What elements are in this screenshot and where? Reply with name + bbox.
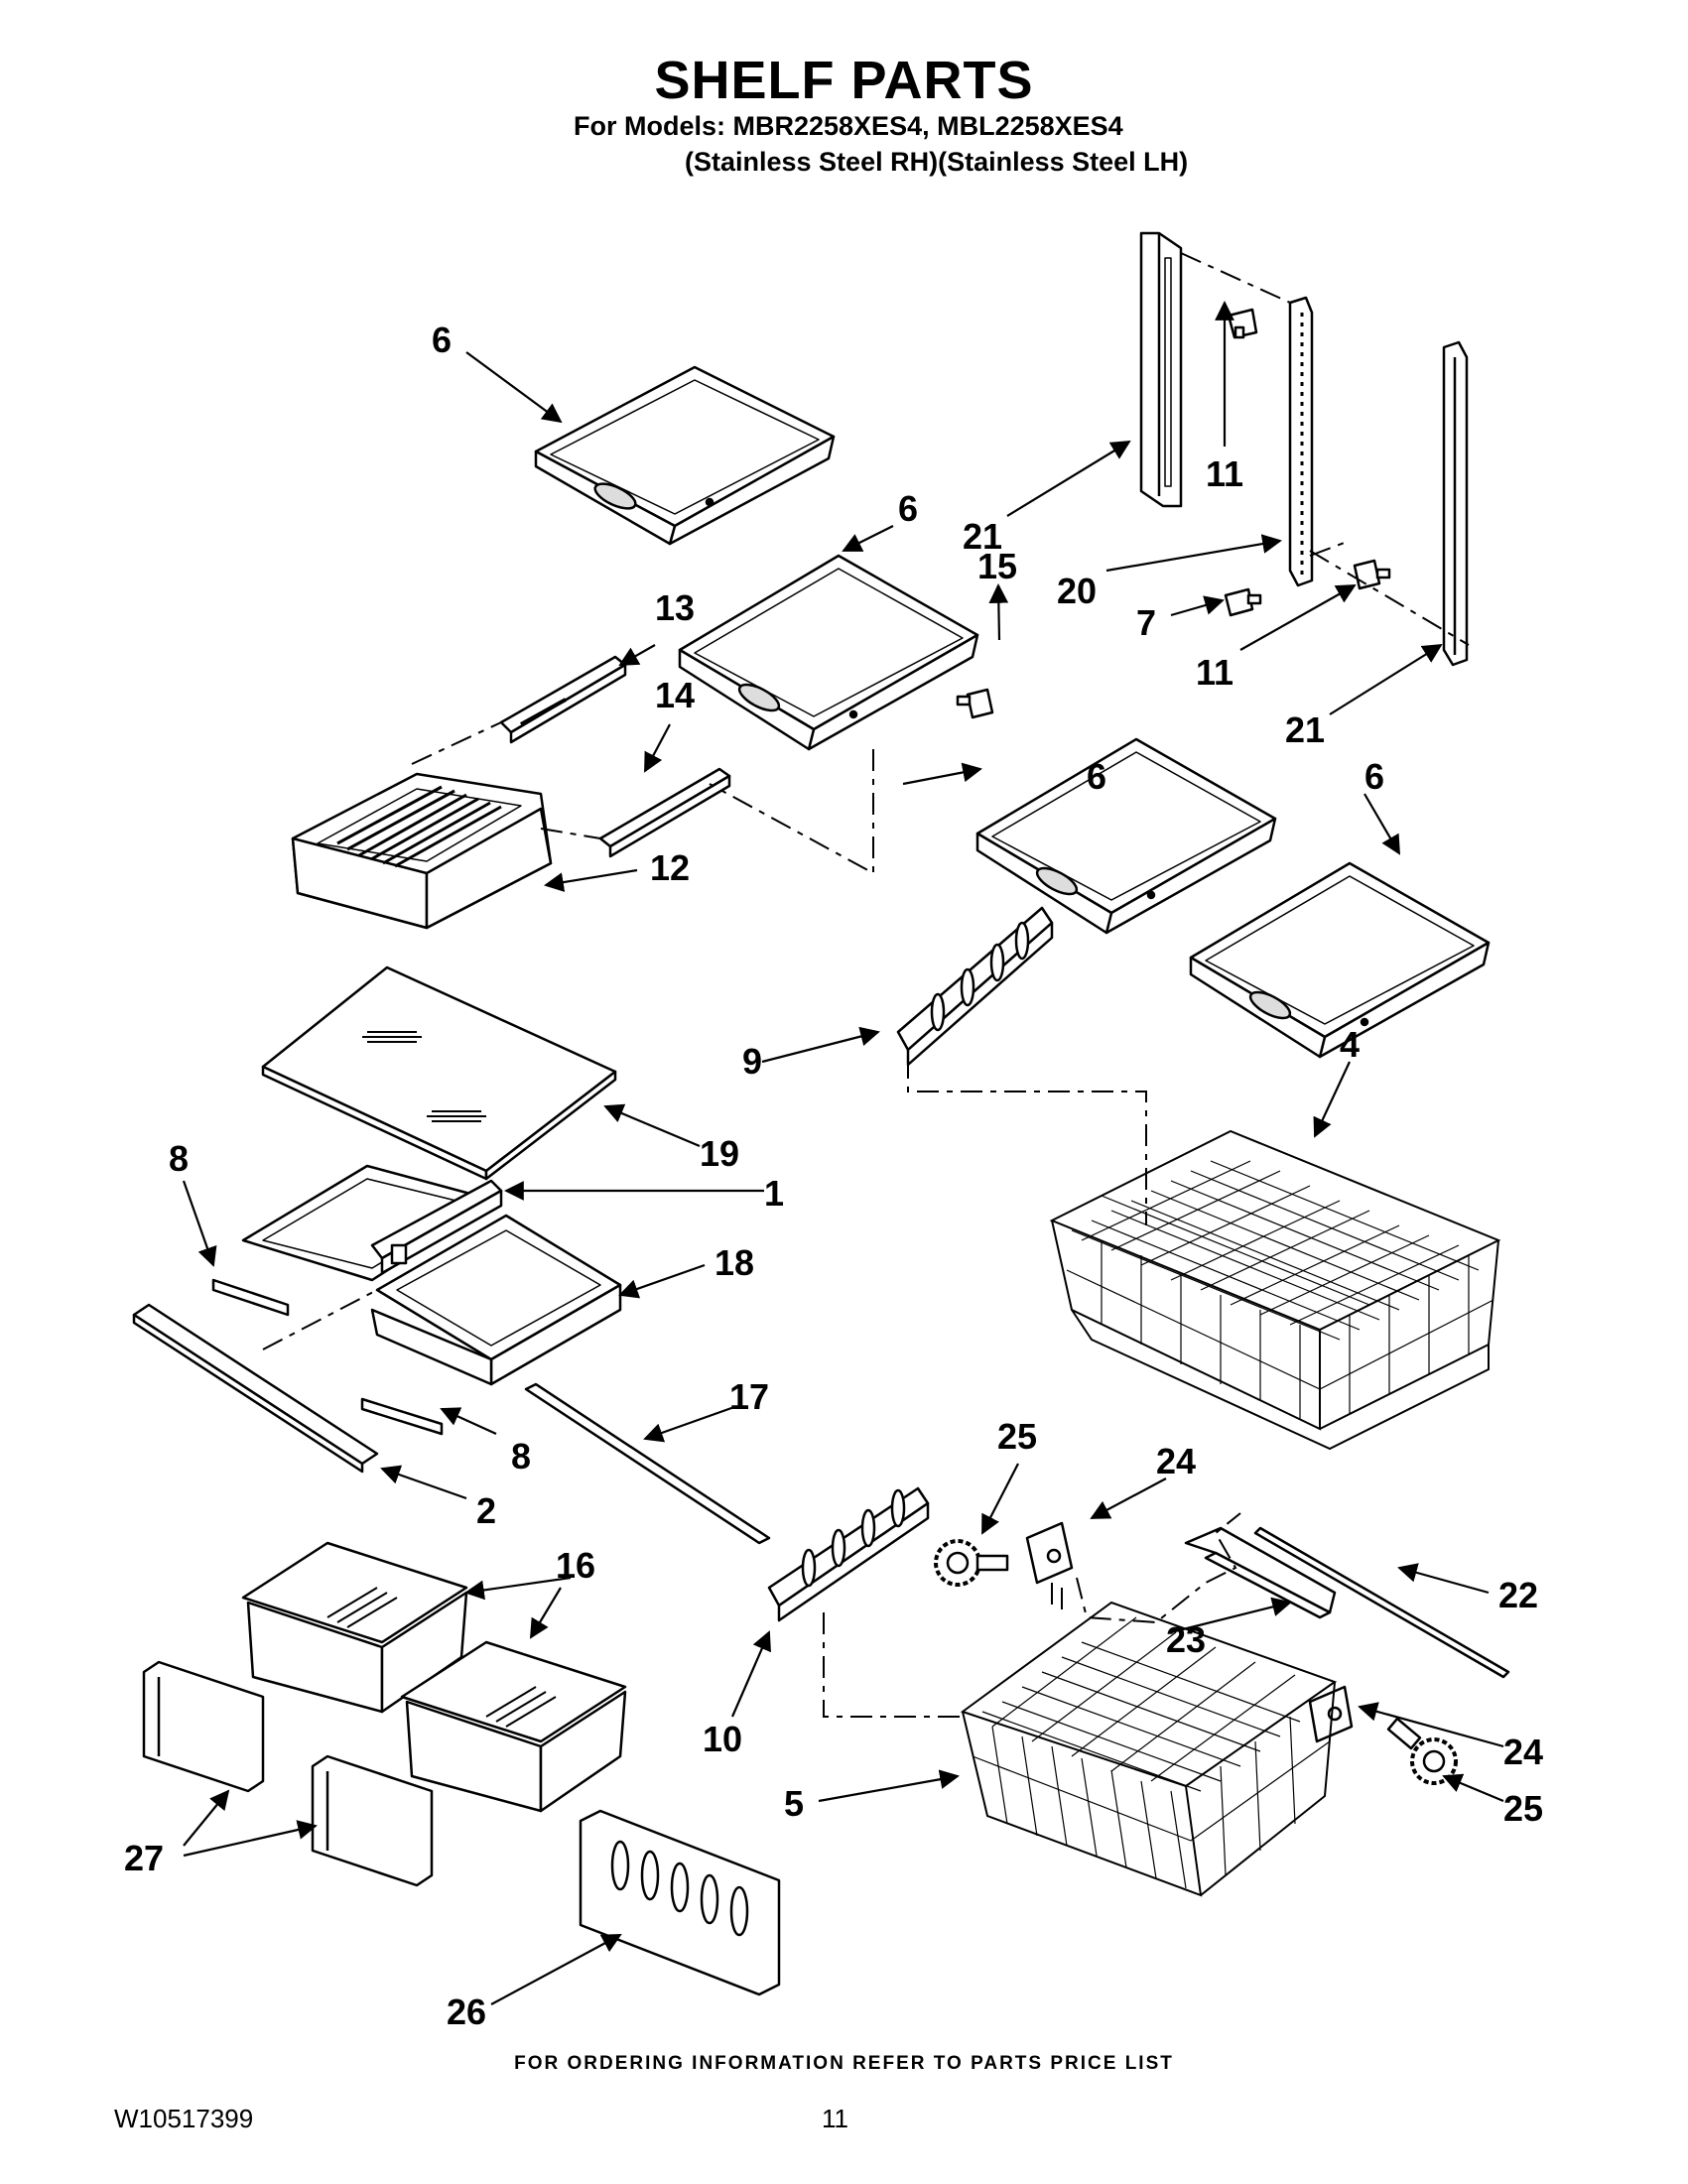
bracket-24-lower [1308, 1685, 1354, 1743]
page-title: SHELF PARTS [654, 51, 1034, 110]
bin-16-right [400, 1640, 627, 1813]
callout-labels: 6 6 6 6 11 11 21 21 15 20 7 13 14 12 9 4… [124, 320, 1543, 2032]
callout-26: 26 [447, 1991, 486, 2032]
callout-24: 24 [1156, 1441, 1196, 1481]
glass-shelf-19 [261, 965, 617, 1181]
shelf-rail-21-right [1442, 340, 1469, 667]
crisper-drawer-12 [291, 772, 553, 930]
callout-14: 14 [655, 675, 695, 715]
callout-19: 19 [700, 1133, 739, 1174]
callout-6: 6 [1364, 756, 1384, 797]
callout-21: 21 [963, 516, 1002, 557]
shelf-6-top [534, 365, 836, 546]
callout-15: 15 [977, 546, 1017, 586]
callout-6: 6 [898, 488, 918, 529]
slide-23 [1184, 1526, 1337, 1619]
shelf-rail-21-left [1139, 231, 1183, 508]
callout-11: 11 [1206, 453, 1243, 494]
callout-17: 17 [729, 1376, 769, 1417]
callout-5: 5 [784, 1783, 804, 1824]
bracket-24-upper [1025, 1521, 1074, 1585]
callout-25: 25 [997, 1416, 1037, 1457]
callout-1: 1 [764, 1173, 784, 1214]
shelf-clip-8-lower [360, 1397, 444, 1436]
callout-4: 4 [1340, 1024, 1360, 1065]
trim-2 [132, 1303, 379, 1474]
drawer-slide-14 [598, 767, 731, 858]
callout-8: 8 [169, 1138, 189, 1179]
callout-8: 8 [511, 1436, 531, 1477]
divider-1 [370, 1179, 503, 1275]
callout-6: 6 [1087, 756, 1106, 797]
callout-7: 7 [1136, 602, 1156, 643]
shelf-rail-20 [1288, 296, 1314, 587]
callout-24: 24 [1503, 1732, 1543, 1772]
screw-11-top [1227, 308, 1258, 339]
shelf-6-middle [678, 554, 979, 751]
gear-25-upper [934, 1539, 1009, 1587]
callout-22: 22 [1498, 1575, 1538, 1615]
panel-26 [579, 1809, 781, 1996]
bin-16-left [241, 1541, 468, 1714]
callout-2: 2 [476, 1490, 496, 1531]
callout-21: 21 [1285, 709, 1325, 750]
document-number: W10517399 [114, 2104, 254, 2133]
screw-7 [1224, 587, 1262, 617]
door-trim-27-left [142, 1660, 265, 1793]
shelf-clip-8-upper [211, 1278, 290, 1317]
door-trim-27-right [311, 1754, 434, 1887]
rod-22 [1253, 1526, 1510, 1679]
callout-11: 11 [1196, 652, 1234, 693]
model-numbers: For Models: MBR2258XES4, MBL2258XES4 [574, 111, 1123, 141]
shelf-frame-18 [241, 1164, 622, 1386]
drawer-slide-13 [499, 655, 627, 744]
screw-11-right [1353, 559, 1391, 590]
callout-27: 27 [124, 1838, 164, 1878]
panel-10 [767, 1486, 930, 1622]
gear-25-lower [1386, 1717, 1458, 1785]
screw-15 [956, 688, 994, 719]
callout-25: 25 [1503, 1788, 1543, 1829]
callout-12: 12 [650, 847, 690, 888]
leader-arrows [182, 301, 1504, 2005]
callout-10: 10 [703, 1719, 742, 1759]
shelf-6-right-lower [1189, 861, 1491, 1059]
callout-13: 13 [655, 587, 695, 628]
callout-20: 20 [1057, 571, 1097, 611]
callout-16: 16 [556, 1545, 595, 1586]
panel-9 [896, 906, 1054, 1067]
callout-18: 18 [714, 1242, 754, 1283]
alignment-lines [262, 252, 1470, 1718]
callout-6: 6 [432, 320, 452, 360]
wire-basket-4 [1049, 1129, 1501, 1451]
callout-9: 9 [742, 1041, 762, 1082]
wire-basket-5 [960, 1601, 1338, 1897]
model-variants: (Stainless Steel RH)(Stainless Steel LH) [685, 147, 1189, 177]
rod-17 [524, 1382, 771, 1545]
shelf-6-right-upper [975, 737, 1277, 935]
page-number: 11 [822, 2104, 848, 2133]
callout-23: 23 [1166, 1619, 1206, 1660]
ordering-note: FOR ORDERING INFORMATION REFER TO PARTS … [514, 2053, 1174, 2074]
